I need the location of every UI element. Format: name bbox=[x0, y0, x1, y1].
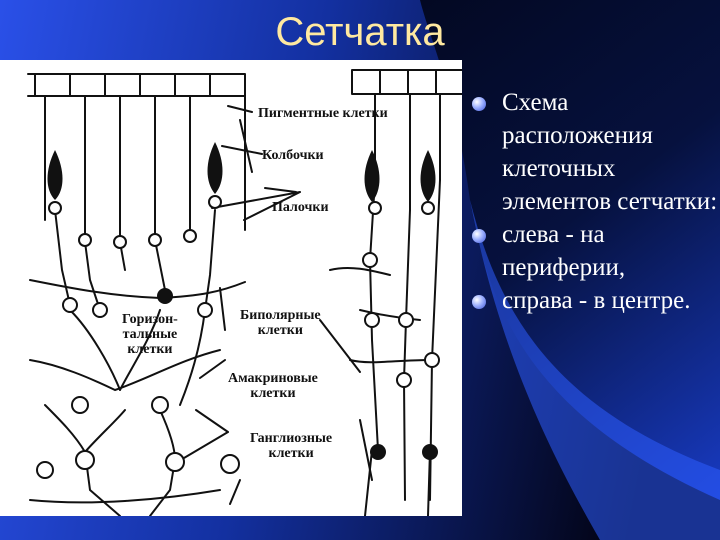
pigment-cells-left bbox=[27, 73, 246, 97]
bullet-list: Схема расположения клеточных элементов с… bbox=[468, 86, 718, 317]
label-ganglion-line2: клетки bbox=[268, 446, 314, 461]
pigment-cells-right bbox=[351, 69, 462, 95]
optic-fibers-left bbox=[29, 489, 221, 504]
dark-cells bbox=[157, 288, 438, 460]
label-rods: Палочки bbox=[272, 200, 329, 215]
bullet-text: слева - на периферии, bbox=[502, 221, 626, 281]
label-amacrine-cells: Амакриновые клетки bbox=[228, 371, 318, 401]
slide-title: Сетчатка bbox=[275, 10, 445, 54]
label-bipolar-cells: Биполярные клетки bbox=[240, 308, 321, 338]
label-horizontal-line3: клетки bbox=[127, 342, 173, 357]
amacrine-processes bbox=[29, 349, 221, 392]
ganglion-axons-right bbox=[364, 449, 431, 516]
cell-bodies bbox=[36, 195, 440, 479]
bipolar-right bbox=[368, 179, 441, 501]
retina-drawing bbox=[27, 69, 462, 516]
retina-diagram: Пигментные клетки Колбочки Палочки Гориз… bbox=[0, 60, 462, 516]
bipolar-left bbox=[54, 209, 216, 311]
label-horizontal-line2: тальные bbox=[122, 327, 178, 342]
label-cones: Колбочки bbox=[262, 148, 324, 163]
label-ganglion-cells: Ганглиозные клетки bbox=[250, 431, 332, 461]
label-horizontal-cells: Горизон- тальные клетки bbox=[122, 312, 178, 357]
label-amacrine-line1: Амакриновые bbox=[228, 371, 318, 386]
bullet-item: справа - в центре. bbox=[468, 284, 718, 317]
label-amacrine-line2: клетки bbox=[250, 386, 296, 401]
rods-left bbox=[44, 95, 246, 243]
label-horizontal-line1: Горизон- bbox=[122, 312, 178, 327]
horizontal-processes bbox=[29, 279, 246, 300]
label-bipolar-line2: клетки bbox=[257, 323, 303, 338]
bullet-dot-icon bbox=[472, 229, 486, 243]
bullet-text: Схема расположения клеточных элементов с… bbox=[502, 89, 718, 215]
label-pigment-cells: Пигментные клетки bbox=[258, 106, 388, 121]
label-bipolar-line1: Биполярные bbox=[240, 308, 321, 323]
bullet-item: Схема расположения клеточных элементов с… bbox=[468, 86, 718, 218]
bipolar-to-ganglion bbox=[69, 309, 206, 406]
bullet-item: слева - на периферии, bbox=[468, 218, 718, 284]
bullet-dot-icon bbox=[472, 295, 486, 309]
cones-left bbox=[47, 142, 436, 202]
label-ganglion-line1: Ганглиозные bbox=[250, 431, 333, 446]
horizontal-right bbox=[329, 266, 431, 364]
bullet-text: справа - в центре. bbox=[502, 287, 691, 314]
bullet-dot-icon bbox=[472, 97, 486, 111]
